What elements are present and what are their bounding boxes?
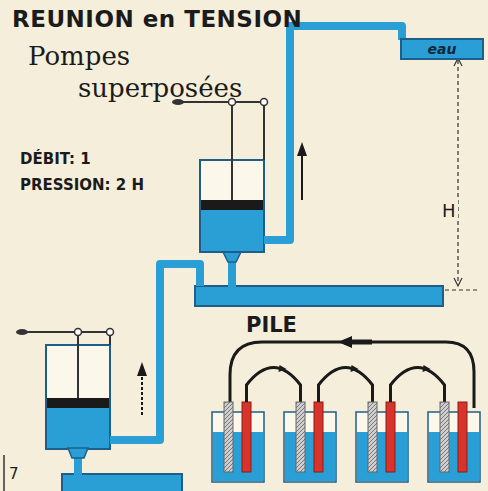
lower-pump xyxy=(16,264,200,476)
current-arrow xyxy=(351,365,359,372)
connecting-wire xyxy=(319,368,373,403)
pressure-note: PRESSION: 2 H xyxy=(20,176,144,194)
dimension-label: H xyxy=(440,200,458,221)
cell-jar xyxy=(428,412,480,482)
electrolyte xyxy=(213,432,263,481)
zinc-electrode xyxy=(368,402,377,472)
cell-jar xyxy=(356,412,408,482)
electrolyte xyxy=(357,432,407,481)
cell-jar xyxy=(284,412,336,482)
current-arrow xyxy=(423,365,431,372)
tank-label: eau xyxy=(422,41,463,57)
copper-electrode xyxy=(386,402,395,472)
zinc-electrode xyxy=(440,402,449,472)
connecting-wire xyxy=(391,368,445,403)
lower-basin xyxy=(62,474,182,491)
battery xyxy=(212,336,480,482)
page-number: 7 xyxy=(9,465,19,483)
water-tank: eau xyxy=(400,38,484,60)
connecting-wire xyxy=(247,368,301,403)
current-arrow xyxy=(279,365,287,372)
upper-basin xyxy=(195,286,443,306)
flow-note: DÉBIT: 1 xyxy=(20,150,91,168)
margin-line xyxy=(3,455,5,491)
cell-jar xyxy=(212,412,264,482)
title: REUNION en TENSION xyxy=(12,6,302,32)
copper-electrode xyxy=(314,402,323,472)
height-dimension xyxy=(445,58,478,290)
electrolyte xyxy=(429,432,479,481)
battery-label: PILE xyxy=(246,313,297,337)
copper-electrode xyxy=(242,402,251,472)
upper-pump xyxy=(172,26,402,288)
subtitle: Pompes superposées xyxy=(28,40,278,104)
copper-electrode xyxy=(458,402,467,472)
electrolyte xyxy=(285,432,335,481)
zinc-electrode xyxy=(224,402,233,472)
zinc-electrode xyxy=(296,402,305,472)
